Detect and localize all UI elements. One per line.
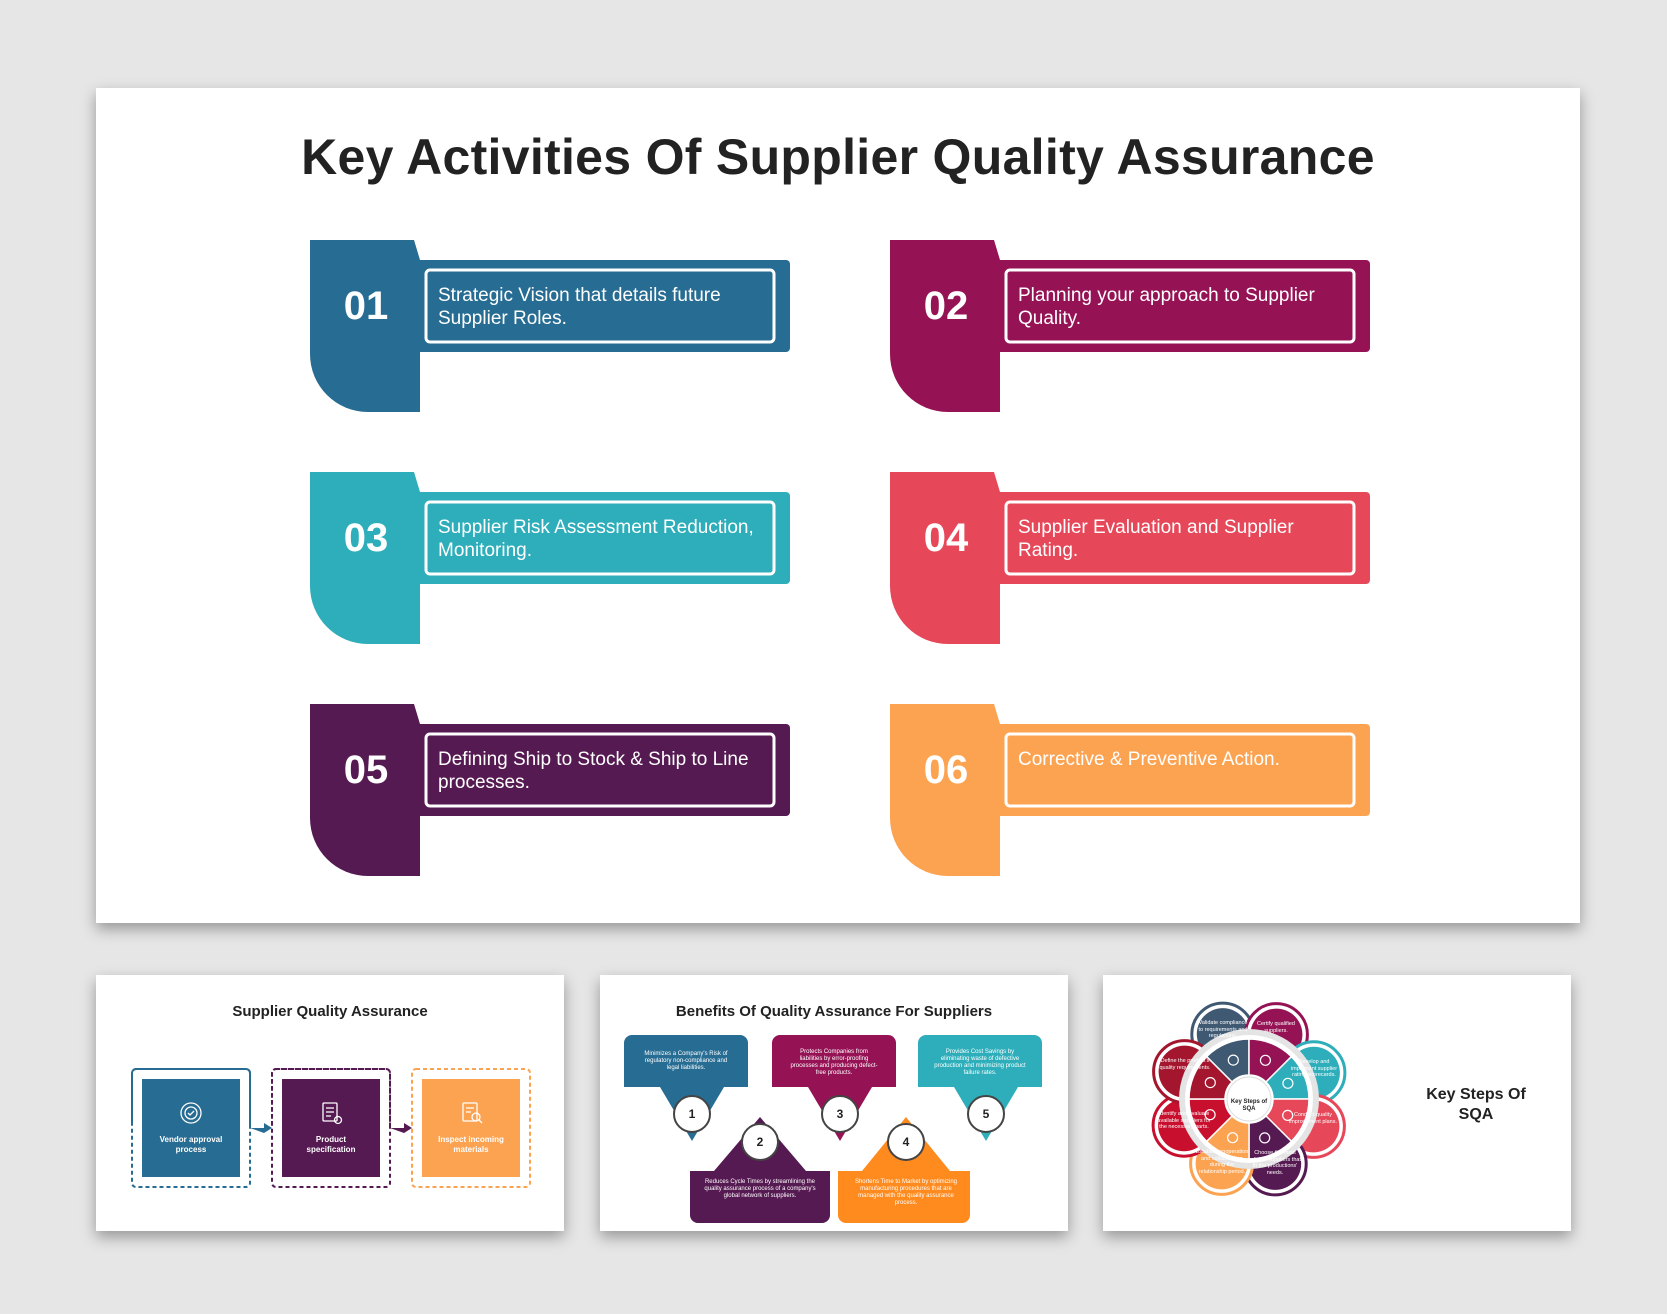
benefit-number-4: 4 [887,1123,925,1161]
thumbnail-benefits-quality-assurance[interactable]: Benefits Of Quality Assurance For Suppli… [600,975,1068,1231]
thumbnail-key-steps-sqa[interactable]: Key Steps Of SQA Key Steps of SQA Valida… [1103,975,1571,1231]
benefit-shape-1 [624,1035,748,1141]
card-shape [310,240,790,412]
badge-check-icon [180,1102,202,1124]
benefit-number-2: 2 [741,1123,779,1161]
card-shape [890,240,1370,412]
arrow-icon [390,1123,412,1133]
segment-icon [1259,1132,1271,1144]
benefit-number-3: 3 [821,1095,859,1133]
benefit-text-5: Provides Cost Savings by eliminating was… [934,1049,1026,1076]
card-text: Defining Ship to Stock & Ship to Line pr… [438,749,749,793]
key-steps-wheel [1151,1001,1347,1197]
clipboard-search-icon [462,1102,483,1124]
card-shape [310,704,790,876]
benefit-shape-2 [690,1117,830,1223]
segment-icon [1227,1054,1239,1066]
card-shape [890,704,1370,876]
petal-text-2: Certify qualified suppliers. [1257,1021,1295,1034]
card-number: 02 [923,284,969,328]
benefit-shape-4 [838,1117,970,1223]
process-flow-diagram [131,1068,531,1188]
thumbnail-title: Key Steps Of SQA [1426,1086,1526,1123]
checklist-gear-icon [322,1102,343,1125]
card-shape [310,472,790,644]
activity-card-02: 02 Planning your approach to Supplier Qu… [890,240,1370,412]
petal-text-7: Identify and evaluate available supplier… [1157,1111,1211,1130]
arrow-icon [250,1123,272,1133]
petal-text-5: Choose the most reliable suppliers that … [1249,1150,1301,1176]
slide-title: Key Activities Of Supplier Quality Assur… [301,129,1375,185]
card-number: 05 [343,748,389,792]
petal-text-8: Define the product's quality requirement… [1159,1058,1211,1071]
benefit-text-2: Reduces Cycle Times by streamlining the … [704,1179,816,1199]
activity-card-03: 03 Supplier Risk Assessment Reduction, M… [310,472,790,644]
activity-card-04: 04 Supplier Evaluation and Supplier Rati… [890,472,1370,644]
card-text: Planning your approach to Supplier Quali… [1018,285,1315,329]
wheel-center-label: Key Steps of SQA [1230,1099,1268,1112]
segment-icon [1227,1132,1239,1144]
segment-icon [1259,1054,1271,1066]
petal-text-6: Establish cooperation and collaboration … [1195,1149,1249,1175]
benefit-shape-3 [772,1035,896,1141]
segment-icon [1204,1076,1216,1089]
card-text: Strategic Vision that details future Sup… [438,285,721,329]
box-label-inspect-materials: Inspect incoming materials [438,1135,504,1154]
activity-card-05: 05 Defining Ship to Stock & Ship to Line… [310,704,790,876]
card-text: Supplier Risk Assessment Reduction, Moni… [438,517,754,561]
benefits-diagram [624,1035,1042,1223]
box-0 [142,1079,240,1177]
activity-card-01: 01 Strategic Vision that details future … [310,240,790,412]
activity-card-06: 06 Corrective & Preventive Action. [890,704,1370,876]
petal-text-1: Validate compliance to requirements and … [1198,1020,1248,1039]
petal-text-3: Develop and implement supplier rating sc… [1290,1059,1338,1078]
card-number: 06 [923,748,969,792]
segment-icon [1282,1077,1294,1089]
petal-text-4: Conduct quality improvement plans. [1289,1112,1337,1125]
benefit-number-1: 1 [673,1095,711,1133]
card-number: 03 [343,516,389,560]
card-text: Corrective & Preventive Action. [1018,749,1280,770]
card-number: 04 [923,516,969,560]
box-label-product-specification: Product specification [306,1135,356,1154]
benefit-text-1: Minimizes a Company's Risk of regulatory… [644,1051,728,1071]
benefit-number-5: 5 [967,1095,1005,1133]
wheel-center [1226,1076,1272,1122]
card-shape [890,472,1370,644]
thumbnail-title: Benefits Of Quality Assurance For Suppli… [675,1003,993,1020]
segment-icon [1204,1109,1216,1121]
main-slide: Key Activities Of Supplier Quality Assur… [96,88,1580,923]
segment-icon [1282,1109,1294,1121]
card-number: 01 [343,284,389,328]
thumbnail-supplier-quality-assurance[interactable]: Supplier Quality Assurance Vendor approv… [96,975,564,1231]
box-label-vendor-approval: Vendor approval process [159,1135,223,1154]
benefit-text-4: Shortens Time to Market by optimizing ma… [854,1179,958,1206]
benefit-shape-5 [918,1035,1042,1141]
card-text: Supplier Evaluation and Supplier Rating. [1018,517,1294,561]
thumbnail-title: Supplier Quality Assurance [232,1003,428,1020]
benefit-text-3: Protects Companies from liabilities by e… [790,1049,878,1076]
